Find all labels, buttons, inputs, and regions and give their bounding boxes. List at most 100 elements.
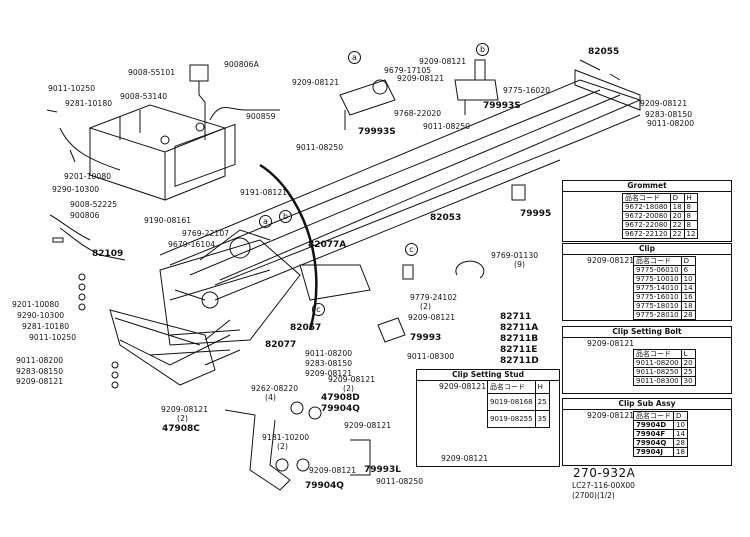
table-cell: 9672-22080 [622, 220, 671, 230]
front-frame [109, 229, 371, 386]
part-label: 9281-10180 [65, 99, 113, 108]
part-label: 9679-16104 [168, 240, 216, 249]
part-label: 79904Q [321, 404, 360, 414]
part-label: 79993 [410, 333, 442, 343]
table-cell: 20 [669, 211, 685, 221]
part-label: 9290-10300 [52, 185, 100, 194]
table-cell: 9672-20080 [622, 211, 671, 221]
part-label: 9011-08200 [305, 349, 353, 358]
part-label: 82055 [588, 47, 620, 57]
frame-rails [159, 59, 642, 301]
bolt-label: 9209-08121 [587, 256, 635, 265]
table-cell: 14 [673, 429, 688, 439]
part-label: 9290-10300 [17, 311, 65, 320]
bolt-label: 9209-08121 [439, 382, 487, 391]
table-cell: 9019-08255 [487, 410, 536, 428]
table-cell: 14 [680, 283, 696, 293]
part-label: 9209-08121 [309, 466, 357, 475]
bolt-label: 9209-08121 [587, 411, 635, 420]
table-cell: 9775-10010 [633, 274, 682, 284]
clip-table-title: Clip [563, 244, 731, 255]
table-cell: 35 [534, 410, 550, 428]
table-cell: 9775-28010 [633, 310, 682, 320]
part-label: 9008-52225 [70, 200, 118, 209]
part-label: 82711E [500, 345, 538, 355]
table-cell: 22 [669, 220, 685, 230]
part-label: (9) [514, 260, 526, 269]
callout-a: a [348, 51, 361, 64]
part-label: 9679-17105 [384, 66, 432, 75]
diagram-page: (2700)(1/2) [572, 491, 615, 500]
table-cell: 9775-14010 [633, 283, 682, 293]
part-label: 82711A [500, 323, 539, 333]
part-label: 9775-16020 [503, 86, 551, 95]
clip-setting-bolt-table-title: Clip Setting Bolt [563, 327, 731, 338]
table-cell: 79904F [633, 429, 674, 439]
part-label: 9011-08250 [423, 122, 471, 131]
table-header: D [669, 193, 685, 203]
part-label: 9011-08250 [376, 477, 424, 486]
part-label: (2) [343, 384, 355, 393]
part-label: 9209-08121 [161, 405, 209, 414]
part-label: 9011-08300 [407, 352, 455, 361]
table-cell: 9011-08300 [633, 376, 682, 386]
callout-b: b [476, 43, 489, 56]
part-label: (2) [277, 442, 289, 451]
part-label: 9209-08121 [305, 369, 353, 378]
table-cell: 12 [683, 229, 699, 239]
part-label: 9209-08121 [397, 74, 445, 83]
part-label: 79993S [358, 127, 396, 137]
table-cell: 20 [680, 358, 696, 368]
table-cell: 9775-18010 [633, 301, 682, 311]
table-cell: 9672-18080 [622, 202, 671, 212]
table-header: 品名コード [622, 193, 671, 203]
callout-b: b [279, 210, 292, 223]
table-header: 品名コード [487, 380, 536, 394]
diagram-number: 270-932A [573, 466, 636, 480]
table-cell: 8 [683, 202, 699, 212]
part-label: 9181-10200 [262, 433, 310, 442]
part-label: (4) [265, 393, 277, 402]
table-cell: 9775-16010 [633, 292, 682, 302]
part-label: 9011-08200 [16, 356, 64, 365]
part-label: 9262-08220 [251, 384, 299, 393]
table-header: 品名コード [633, 411, 674, 421]
table-cell: 79904D [633, 420, 674, 430]
part-label: 9779-24102 [410, 293, 458, 302]
table-cell: 6 [680, 265, 696, 275]
part-label: 79993S [483, 101, 521, 111]
table-cell: 9011-08200 [633, 358, 682, 368]
table-cell: 10 [680, 274, 696, 284]
table-cell: 9011-08250 [633, 367, 682, 377]
table-header: 品名コード [633, 349, 682, 359]
table-header: H [534, 380, 550, 394]
part-label: 900806 [70, 211, 100, 220]
part-label: 9283-08150 [305, 359, 353, 368]
part-label: 9201-10080 [64, 172, 112, 181]
table-header: D [680, 256, 696, 266]
part-label: 82711 [500, 312, 532, 322]
part-label: 9281-10180 [22, 322, 70, 331]
table-cell: 22 [669, 229, 685, 239]
table-cell: 18 [673, 447, 688, 457]
part-label: 9191-08121 [240, 188, 288, 197]
part-label: 9209-08121 [640, 99, 688, 108]
table-cell: 28 [680, 310, 696, 320]
table-cell: 25 [680, 367, 696, 377]
part-label: 9011-10250 [48, 84, 96, 93]
clip-setting-stud-table: Clip Setting Stud 9209-08121 9209-08121 … [416, 369, 560, 467]
table-cell: 9672-22120 [622, 229, 671, 239]
part-label: 79995 [520, 209, 552, 219]
part-label: 9209-08121 [292, 78, 340, 87]
part-label: 9768-22020 [394, 109, 442, 118]
part-label: 9209-08121 [16, 377, 64, 386]
battery-illustration [88, 104, 236, 201]
